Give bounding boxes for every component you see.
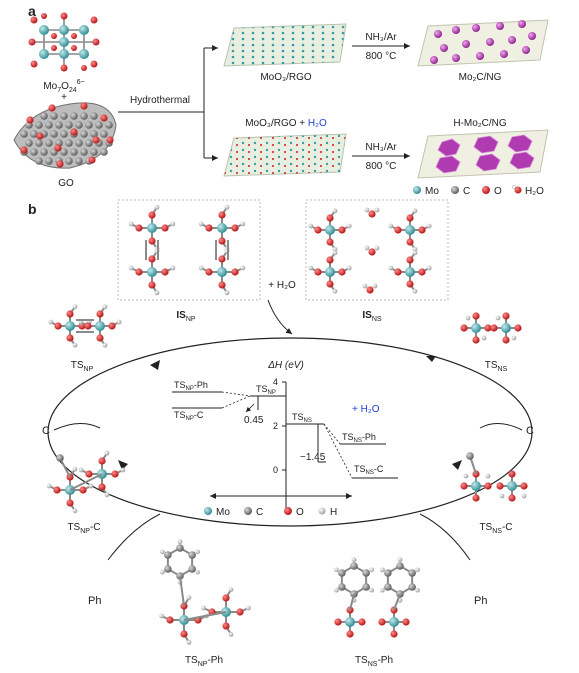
energy-tick-label: 0 xyxy=(273,465,278,475)
level-ts-np-ph: TSNP-Ph xyxy=(174,380,208,392)
legend-h2o-label: H₂O xyxy=(525,186,544,197)
legend-o-swatch xyxy=(482,186,490,194)
legend-b-o-swatch xyxy=(284,507,292,515)
legend-b-c-swatch xyxy=(244,507,252,515)
ph-label-right: Ph xyxy=(474,595,487,607)
mo7o24-cluster-model xyxy=(28,12,100,72)
np-gap-arrow xyxy=(245,403,255,413)
level-ts-np: TSNP xyxy=(256,384,276,396)
panel-a-legend: Mo C O H₂O xyxy=(413,185,544,197)
energy-ticks: 4 2 0 xyxy=(273,377,286,475)
ts-np-c-label: TSNP-C xyxy=(67,522,100,535)
nh3-label-bottom: NH₃/Ar xyxy=(365,142,397,153)
ph-arrow-left xyxy=(107,513,161,561)
level-ts-ns: TSNS xyxy=(292,412,312,424)
energy-axis-label: ΔH (eV) xyxy=(267,360,304,371)
mo2c-ng-sheet xyxy=(417,19,549,67)
legend-h2o-swatch xyxy=(514,186,522,194)
ph-arrow-right xyxy=(419,513,471,561)
plus-water-label: + H₂O xyxy=(268,280,296,291)
c-label-right: C xyxy=(526,425,534,437)
is-np-label: ISNP xyxy=(176,310,196,323)
energy-tick-label: 2 xyxy=(273,421,278,431)
is-np-box xyxy=(117,199,261,301)
mo7o24-label: Mo7O246− xyxy=(43,79,84,94)
legend-c-label: C xyxy=(463,186,470,197)
legend-b-c-label: C xyxy=(256,507,263,518)
panel-b-legend: Mo C O H xyxy=(204,507,337,518)
c-arrow-left xyxy=(53,423,101,431)
h-mo2c-ng-label: H-Mo₂C/NG xyxy=(453,118,507,129)
value-np: 0.45 xyxy=(244,415,264,426)
legend-b-mo-label: Mo xyxy=(216,507,230,518)
cycle-arrowheads xyxy=(118,356,462,470)
nh3-label-top: NH₃/Ar xyxy=(365,32,397,43)
legend-b-mo-swatch xyxy=(204,507,212,515)
plus-sign: + xyxy=(61,92,67,103)
legend-c-swatch xyxy=(451,186,459,194)
c-arrow-right xyxy=(479,423,523,431)
level-ts-np-c: TSNP-C xyxy=(174,410,204,422)
moo3-rgo-water-sheet-dots xyxy=(224,134,346,176)
ph-label-left: Ph xyxy=(88,595,101,607)
ts-np-ph-label: TSNP-Ph xyxy=(185,655,223,668)
go-label: GO xyxy=(58,178,74,189)
legend-b-o-label: O xyxy=(296,507,304,518)
panel-a-letter: a xyxy=(28,3,36,19)
ts-np-model xyxy=(48,304,122,348)
legend-o-label: O xyxy=(494,186,502,197)
legend-b-h-swatch xyxy=(318,507,326,515)
energy-levels xyxy=(172,391,398,479)
graphene-oxide-model xyxy=(13,102,117,169)
ts-np-ph-model xyxy=(159,539,251,645)
level-ts-ns-c: TSNS-C xyxy=(354,464,384,476)
legend-mo-swatch xyxy=(413,186,421,194)
is-ns-box xyxy=(305,199,449,301)
is-ns-label: ISNS xyxy=(362,310,382,323)
is-np-model xyxy=(128,204,246,296)
mo2c-particles xyxy=(430,20,536,64)
moo3-rgo-label: MoO₃/RGO xyxy=(260,72,312,83)
ts-ns-c-label: TSNS-C xyxy=(479,522,512,535)
ts-np-label: TSNP xyxy=(71,360,94,373)
energy-tick-label: 4 xyxy=(273,377,278,387)
hydrothermal-label: Hydrothermal xyxy=(130,95,190,106)
ts-ns-ph-model xyxy=(334,557,420,638)
panel-b-letter: b xyxy=(28,201,37,217)
is-ns-model xyxy=(308,207,432,294)
legend-b-h-label: H xyxy=(330,507,337,518)
ts-ns-label: TSNS xyxy=(485,360,508,373)
ts-np-c-model xyxy=(46,450,126,514)
mo2c-ng-label: Mo₂C/NG xyxy=(459,72,502,83)
plus-h2o-blue: + H₂O xyxy=(352,404,380,415)
moo3-rgo-sheet-dots xyxy=(224,24,346,66)
catalytic-cycle-ellipse xyxy=(47,337,533,527)
level-ts-ns-ph: TSNS-Ph xyxy=(342,432,376,444)
ts-ns-model xyxy=(460,312,522,344)
legend-mo-label: Mo xyxy=(425,186,439,197)
water-arrow xyxy=(267,299,293,335)
c-label-left: C xyxy=(42,425,50,437)
value-ns: −1.45 xyxy=(300,452,326,463)
temp-label-bottom: 800 °C xyxy=(366,161,397,172)
energy-dashed-links xyxy=(221,391,353,479)
h-mo2c-hexagons xyxy=(435,134,535,174)
temp-label-top: 800 °C xyxy=(366,51,397,62)
moo3-rgo-water-label: MoO₃/RGO + H₂O xyxy=(245,118,327,129)
ts-ns-c-model xyxy=(460,452,528,502)
ts-ns-ph-label: TSNS-Ph xyxy=(355,655,393,668)
